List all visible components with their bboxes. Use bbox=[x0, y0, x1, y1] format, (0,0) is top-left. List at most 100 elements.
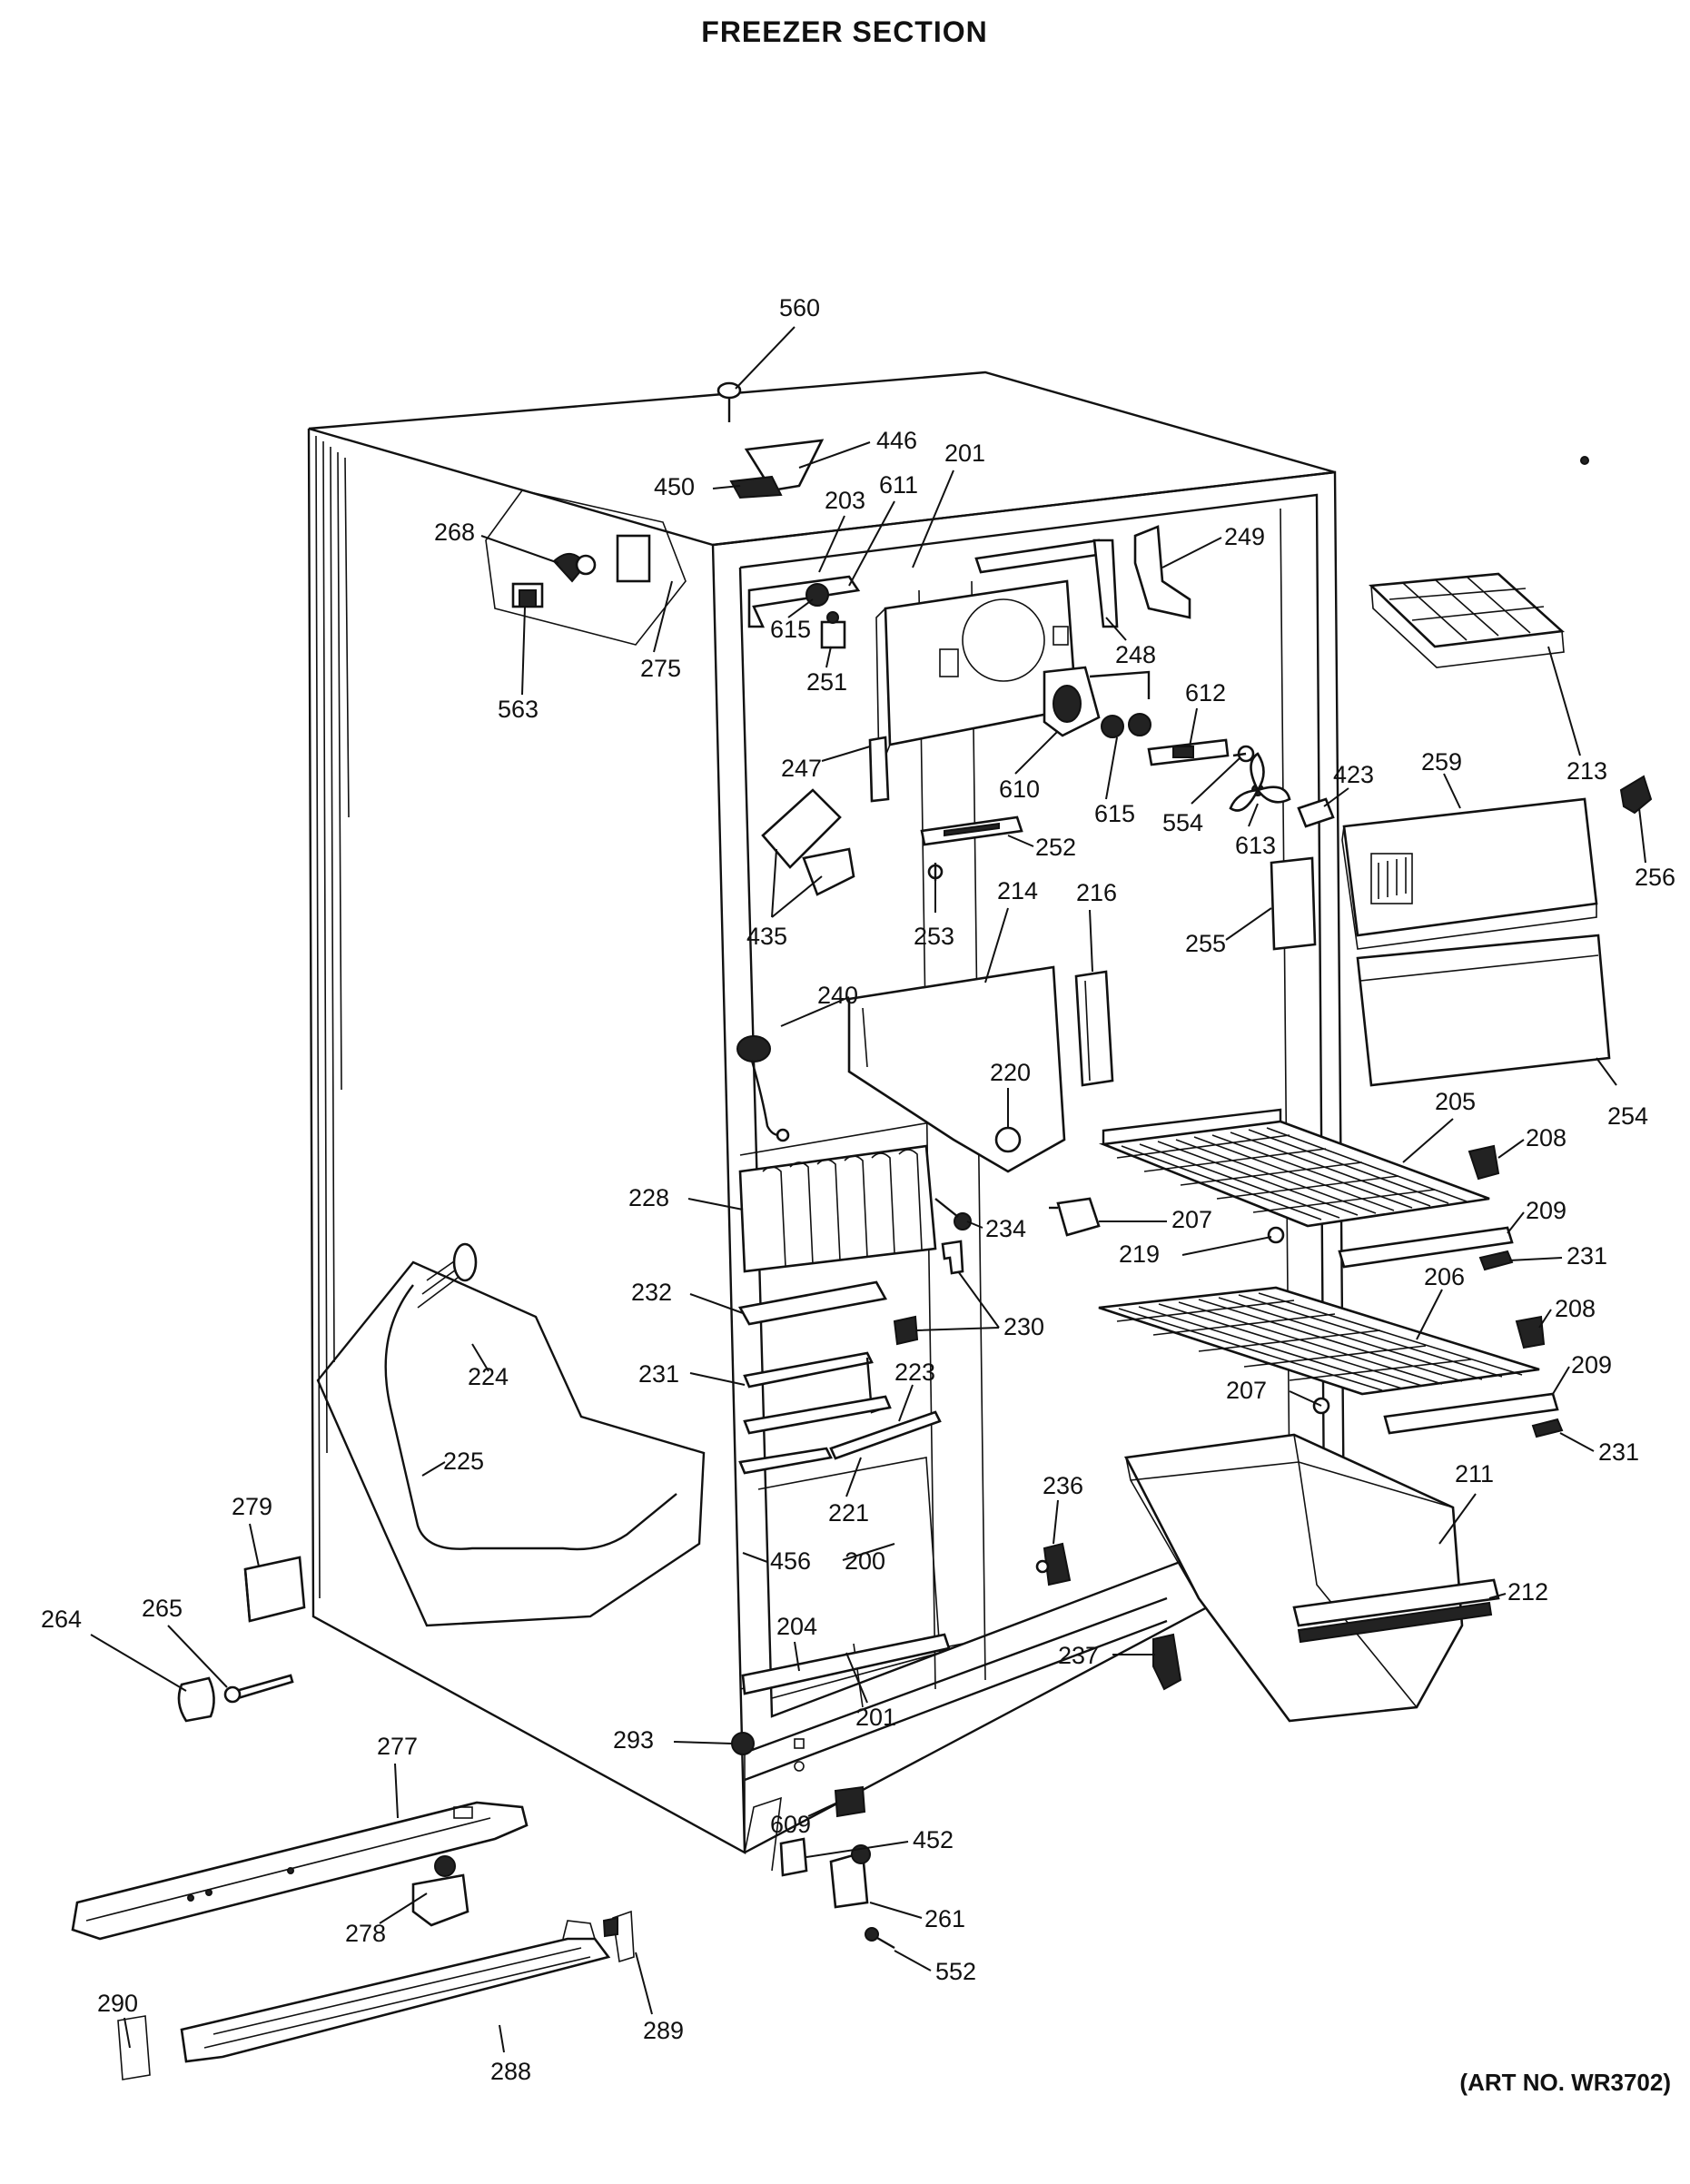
callout-label: 201 bbox=[855, 1704, 896, 1731]
part-216-channel bbox=[1074, 970, 1114, 1087]
callout-label: 236 bbox=[1043, 1472, 1083, 1499]
callout-label: 224 bbox=[468, 1363, 509, 1390]
part-560-screw bbox=[717, 381, 742, 422]
callout-label: 259 bbox=[1421, 748, 1462, 776]
callout-label: 268 bbox=[434, 519, 475, 546]
part-554-screw bbox=[1232, 745, 1255, 763]
part-221-heater bbox=[738, 1447, 833, 1475]
callout-label: 214 bbox=[997, 877, 1038, 904]
callout-label: 213 bbox=[1566, 757, 1607, 785]
callout-label: 450 bbox=[654, 473, 695, 500]
part-278-roller bbox=[411, 1855, 469, 1927]
callout-label: 289 bbox=[643, 2017, 684, 2044]
part-206-wire-shelf bbox=[1098, 1286, 1540, 1396]
callout-label: 552 bbox=[935, 1958, 976, 1985]
part-293-clip bbox=[731, 1732, 755, 1755]
callout-label: 611 bbox=[879, 471, 918, 499]
part-228-evaporator bbox=[738, 1144, 937, 1273]
callout-label: 225 bbox=[443, 1448, 484, 1475]
callout-label: 206 bbox=[1424, 1263, 1465, 1290]
part-279-bracket bbox=[243, 1556, 306, 1623]
callout-label: 261 bbox=[924, 1905, 965, 1932]
part-249-bracket bbox=[1133, 525, 1191, 619]
part-209-shelf-trim bbox=[1338, 1226, 1559, 1435]
callout-label: 288 bbox=[490, 2058, 531, 2085]
part-214-shield bbox=[847, 965, 1066, 1173]
part-609-catch bbox=[834, 1785, 866, 1818]
callout-label: 554 bbox=[1162, 809, 1203, 836]
callout-label: 203 bbox=[825, 487, 865, 514]
callout-label: 563 bbox=[498, 696, 539, 723]
part-277-rail bbox=[71, 1801, 529, 1941]
part-220-plug bbox=[994, 1126, 1022, 1153]
callout-label: 231 bbox=[1566, 1242, 1607, 1270]
part-452-plate bbox=[779, 1837, 808, 1877]
callout-label: 207 bbox=[1226, 1377, 1267, 1404]
part-610-fan-motor bbox=[1043, 666, 1151, 737]
part-252-bracket bbox=[920, 815, 1023, 846]
callout-label: 211 bbox=[1455, 1460, 1494, 1487]
part-247-evaporator-cover bbox=[868, 579, 1078, 803]
callout-label: 219 bbox=[1119, 1240, 1160, 1268]
callout-label: 615 bbox=[770, 616, 811, 643]
part-265-pin bbox=[223, 1674, 294, 1704]
callout-label: 212 bbox=[1507, 1578, 1548, 1606]
part-289-clip bbox=[602, 1910, 635, 1963]
callout-label: 275 bbox=[640, 655, 681, 682]
callout-label: 446 bbox=[876, 427, 917, 454]
diagram-title: FREEZER SECTION bbox=[701, 15, 987, 48]
callout-label: 452 bbox=[913, 1826, 954, 1853]
part-615-grommets bbox=[1101, 713, 1151, 738]
part-288-grille bbox=[180, 1920, 611, 2063]
part-613-fan-blade bbox=[1229, 752, 1291, 812]
callout-label: 205 bbox=[1435, 1088, 1476, 1115]
callout-label: 247 bbox=[781, 755, 822, 782]
part-255-pad bbox=[1270, 856, 1317, 951]
part-261-hinge bbox=[829, 1844, 871, 1909]
part-237-hinge bbox=[1152, 1633, 1182, 1691]
callout-label: 435 bbox=[746, 923, 787, 950]
part-259-cover bbox=[1341, 797, 1598, 950]
callout-label: 234 bbox=[985, 1215, 1026, 1242]
callout-label: 228 bbox=[628, 1184, 669, 1211]
callout-label: 231 bbox=[1598, 1438, 1639, 1466]
callout-label: 560 bbox=[779, 294, 820, 321]
part-213-ice-tray bbox=[1369, 572, 1565, 668]
leader-lines bbox=[90, 326, 1646, 2053]
callout-label: 209 bbox=[1526, 1197, 1566, 1224]
part-240-cord bbox=[736, 1035, 790, 1142]
part-446-hinge-cover bbox=[729, 439, 825, 499]
callout-label: 254 bbox=[1607, 1102, 1648, 1130]
callout-label: 201 bbox=[944, 440, 985, 467]
part-253-clip bbox=[927, 863, 944, 881]
callout-label: 255 bbox=[1185, 930, 1226, 957]
callout-labels: 560 446 450 201 203 611 268 249 615 251 … bbox=[41, 294, 1675, 2085]
callout-label: 209 bbox=[1571, 1351, 1612, 1379]
art-number: (ART NO. WR3702) bbox=[1459, 2069, 1671, 2096]
part-234-connector bbox=[934, 1198, 972, 1230]
part-232-drain-trough bbox=[737, 1280, 888, 1326]
callout-label: 277 bbox=[377, 1733, 418, 1760]
callout-label: 253 bbox=[914, 923, 954, 950]
callout-label: 220 bbox=[990, 1059, 1031, 1086]
part-612-bracket bbox=[1147, 738, 1230, 766]
part-552-screw bbox=[865, 1927, 895, 1950]
callout-label: 264 bbox=[41, 1606, 82, 1633]
part-290-clip bbox=[117, 2015, 151, 2080]
callout-label: 423 bbox=[1333, 761, 1374, 788]
callout-label: 240 bbox=[817, 982, 858, 1009]
callout-label: 208 bbox=[1526, 1124, 1566, 1151]
callout-label: 612 bbox=[1185, 679, 1226, 707]
part-435-ducts bbox=[761, 788, 855, 896]
callout-label: 216 bbox=[1076, 879, 1117, 906]
part-248-tube bbox=[974, 539, 1119, 628]
part-275-control-bracket bbox=[485, 489, 687, 646]
callout-label: 232 bbox=[631, 1279, 672, 1306]
part-230-clip bbox=[893, 1240, 964, 1346]
callout-label: 231 bbox=[638, 1360, 679, 1388]
callout-label: 208 bbox=[1555, 1295, 1596, 1322]
part-211-basket bbox=[1123, 1433, 1500, 1723]
callout-label: 279 bbox=[232, 1493, 272, 1520]
callout-label: 290 bbox=[97, 1990, 138, 2017]
